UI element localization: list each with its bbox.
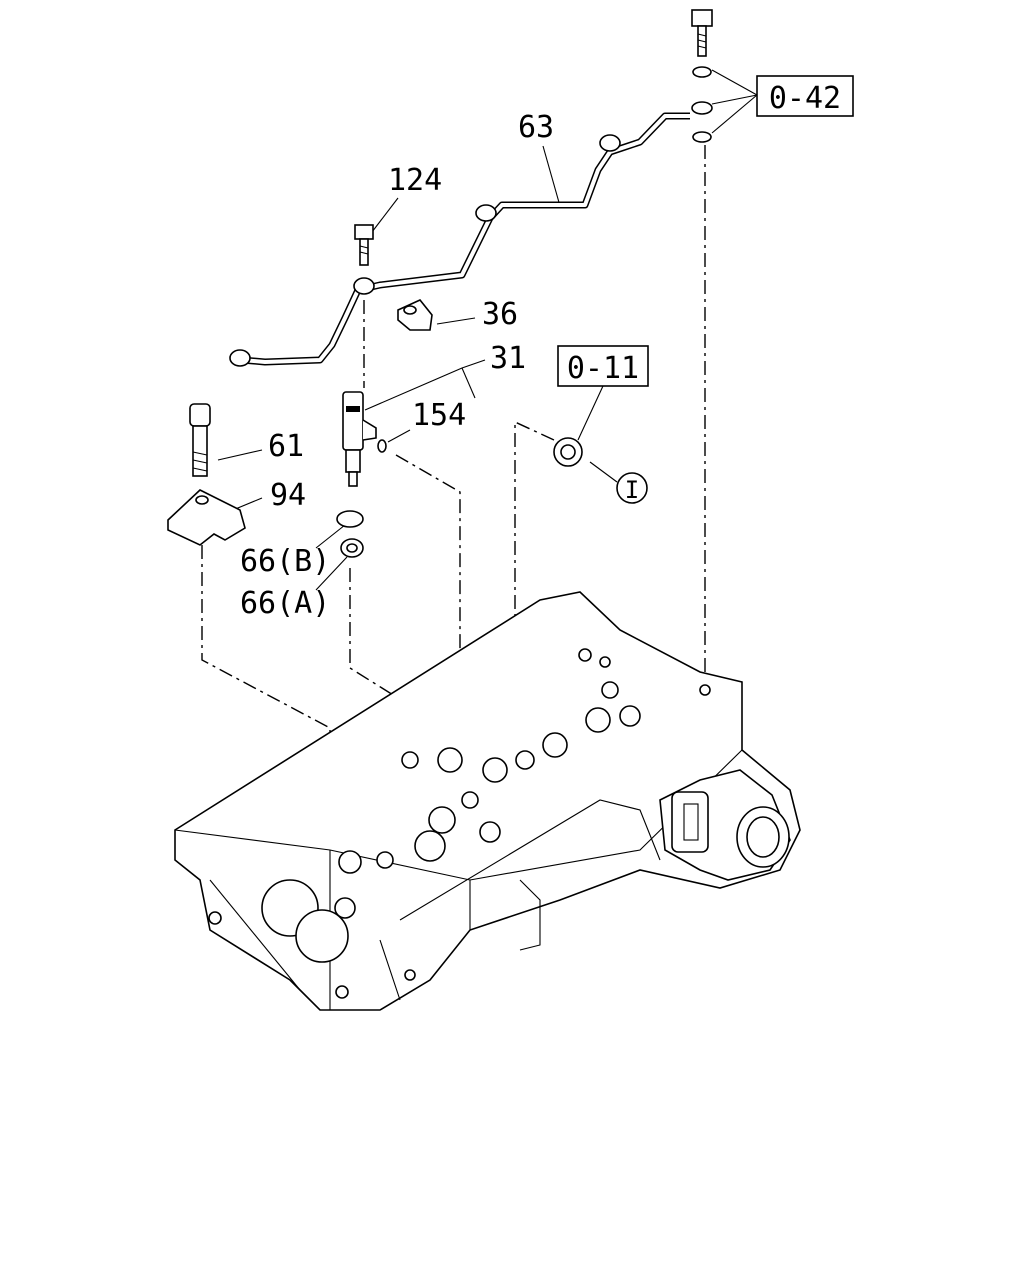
gasket-66a[interactable]: [340, 538, 364, 558]
callout-31[interactable]: 31: [490, 341, 526, 376]
ref-box-0-42[interactable]: 0-42: [756, 75, 854, 117]
ref-box-0-11[interactable]: 0-11: [557, 345, 649, 387]
throttle-body[interactable]: [659, 769, 791, 881]
bolt-top[interactable]: [691, 9, 713, 57]
seal-ring[interactable]: [553, 437, 583, 467]
banjo-fitting[interactable]: [691, 101, 713, 115]
o-ring-66b[interactable]: [336, 510, 364, 528]
clamp-94[interactable]: [167, 489, 246, 546]
callout-154[interactable]: 154: [412, 398, 466, 433]
ref-box-0-42-label: 0-42: [769, 81, 841, 116]
injector-31[interactable]: [342, 391, 387, 487]
cylinder-head[interactable]: [174, 591, 801, 1011]
leak-off-pipe[interactable]: [229, 112, 690, 367]
clamp-36[interactable]: [397, 299, 433, 331]
circle-marker-i[interactable]: I: [616, 472, 648, 504]
stud-61[interactable]: [189, 403, 211, 477]
callout-36[interactable]: 36: [482, 297, 518, 332]
washer-lower[interactable]: [692, 131, 712, 143]
callout-66a[interactable]: 66(A): [240, 586, 330, 621]
circle-marker-i-label: I: [625, 476, 639, 504]
ref-box-0-11-label: 0-11: [567, 351, 639, 386]
bolt-124[interactable]: [353, 224, 375, 295]
callout-66b[interactable]: 66(B): [240, 544, 330, 579]
leader-lines: [217, 69, 758, 591]
callout-61[interactable]: 61: [268, 429, 304, 464]
callout-63[interactable]: 63: [518, 110, 554, 145]
callout-94[interactable]: 94: [270, 478, 306, 513]
callout-124[interactable]: 124: [388, 163, 442, 198]
washer-upper[interactable]: [692, 66, 712, 78]
